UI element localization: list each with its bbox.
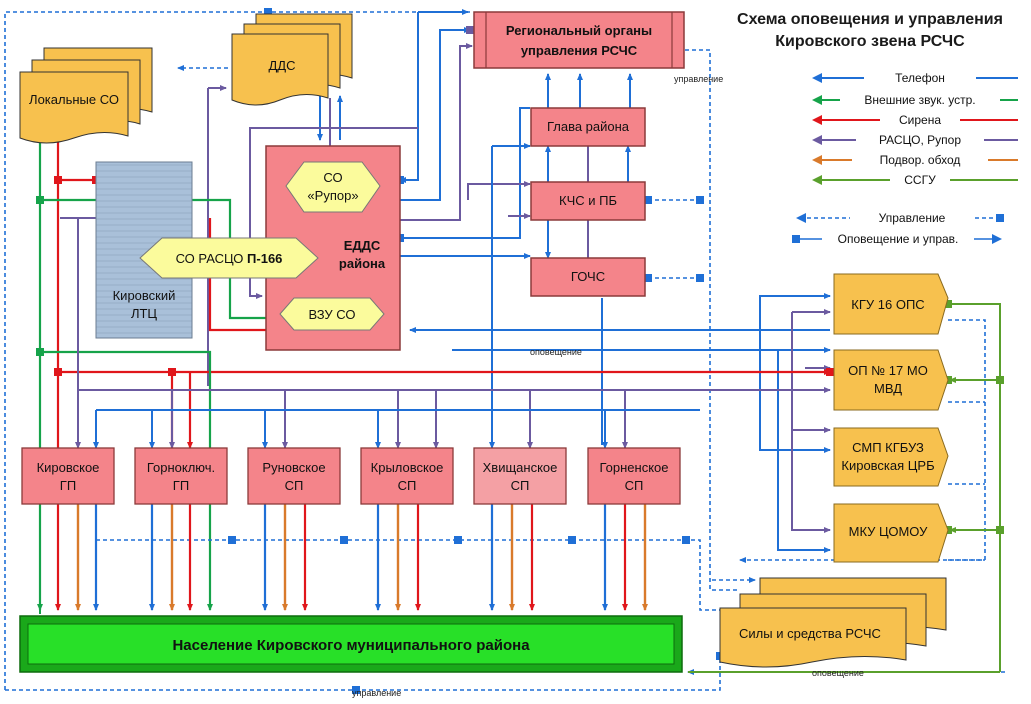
diagram-title: Схема оповещения и управления Кировского… (737, 11, 1003, 50)
op17-line1: ОП № 17 МО (848, 363, 928, 378)
settlement-krylovskoe: Крыловское СП (360, 447, 454, 505)
annotation-opoveshchenie-mid: оповещение (530, 347, 582, 357)
node-local-so: Локальные СО (19, 47, 153, 144)
node-op17: ОП № 17 МО МВД (833, 349, 949, 411)
legend-ssgu: ССГУ (812, 173, 1018, 187)
regional-control-right (685, 49, 740, 591)
node-head: Глава района (530, 107, 646, 147)
ltc-line2: ЛТЦ (131, 306, 157, 321)
node-gochs: ГОЧС (530, 257, 646, 297)
svg-text:Руновское: Руновское (262, 460, 325, 475)
svg-text:РАСЦО, Рупор: РАСЦО, Рупор (879, 133, 961, 147)
node-smp: СМП КГБУЗ Кировская ЦРБ (833, 427, 949, 487)
settlement-runovskoe: Руновское СП (247, 447, 341, 505)
svg-text:ГП: ГП (60, 478, 76, 493)
svg-text:Телефон: Телефон (895, 71, 945, 85)
svg-text:Крыловское: Крыловское (371, 460, 444, 475)
node-kchs: КЧС и ПБ (530, 181, 646, 221)
forces-label: Силы и средства РСЧС (739, 626, 881, 641)
svg-text:СП: СП (625, 478, 644, 493)
settlement-drops (39, 500, 648, 614)
svg-text:Оповещение и управ.: Оповещение и управ. (838, 232, 959, 246)
settlement-gornoklyuch: Горноключ. ГП (134, 447, 228, 505)
vzu-so-label: ВЗУ СО (308, 307, 355, 322)
so-rupor-line2: «Рупор» (307, 188, 358, 203)
settlement-khvishchanskoe: Хвищанское СП (473, 447, 567, 505)
legend-siren: Сирена (812, 113, 1018, 127)
svg-text:Хвищанское: Хвищанское (483, 460, 558, 475)
ltc-line1: Кировский (113, 288, 176, 303)
control-loop-bottom (5, 655, 721, 691)
node-so-rupor: СО «Рупор» (285, 161, 381, 213)
control-loop-left (4, 11, 470, 690)
so-rupor-line1: СО (323, 170, 342, 185)
svg-text:СП: СП (511, 478, 530, 493)
kchs-label: КЧС и ПБ (559, 193, 617, 208)
so-rasco-label: СО РАСЦО П-166 (176, 251, 283, 266)
node-so-rasco: СО РАСЦО П-166 (139, 237, 319, 279)
annotation-opoveshchenie-bottom: оповещение (812, 668, 864, 678)
svg-text:Кировское: Кировское (37, 460, 100, 475)
node-kgu: КГУ 16 ОПС (833, 273, 949, 335)
legend-notify-control: Оповещение и управ. (792, 232, 1002, 246)
dds-label: ДДС (269, 58, 296, 73)
svg-text:Сирена: Сирена (899, 113, 941, 127)
title-line2: Кировского звена РСЧС (775, 33, 965, 50)
svg-text:Управление: Управление (879, 211, 946, 225)
population-label: Население Кировского муниципального райо… (172, 637, 530, 654)
annotation-upravlenie-top: управление (674, 74, 723, 84)
local-so-label: Локальные СО (29, 92, 119, 107)
legend: Телефон Внешние звук. устр. Сирена РАСЦО… (792, 71, 1018, 246)
legend-door-to-door: Подвор. обход (812, 153, 1018, 167)
node-forces: Силы и средства РСЧС (719, 577, 947, 668)
annotation-upravlenie-bottom: управление (352, 688, 401, 698)
svg-text:Внешние звук. устр.: Внешние звук. устр. (864, 93, 975, 107)
op17-line2: МВД (874, 381, 902, 396)
svg-text:ССГУ: ССГУ (904, 173, 936, 187)
title-line1: Схема оповещения и управления (737, 11, 1003, 28)
smp-line1: СМП КГБУЗ (852, 440, 924, 455)
gochs-label: ГОЧС (571, 269, 605, 284)
regional-line1: Региональный органы (506, 23, 652, 38)
regional-line2: управления РСЧС (521, 43, 638, 58)
svg-text:ГП: ГП (173, 478, 189, 493)
settlement-gornenskoe: Горненское СП (587, 447, 681, 505)
legend-telephone: Телефон (812, 71, 1018, 85)
settlements: Кировское ГП Горноключ. ГП Руновское СП … (21, 447, 681, 505)
node-vzu-so: ВЗУ СО (279, 297, 385, 331)
legend-control-dashed: Управление (796, 211, 1004, 225)
node-regional-bodies: Региональный органы управления РСЧС (473, 11, 685, 69)
svg-text:СП: СП (285, 478, 304, 493)
svg-text:Горноключ.: Горноключ. (147, 460, 215, 475)
legend-rasco: РАСЦО, Рупор (812, 133, 1018, 147)
svg-text:Горненское: Горненское (599, 460, 668, 475)
svg-text:СП: СП (398, 478, 417, 493)
smp-line2: Кировская ЦРБ (841, 458, 934, 473)
settlement-kirovskoe: Кировское ГП (21, 447, 115, 505)
node-population: Население Кировского муниципального райо… (19, 615, 683, 673)
node-dds: ДДС (231, 13, 353, 106)
edds-line2: района (339, 256, 386, 271)
legend-external-speakers: Внешние звук. устр. (812, 93, 1018, 107)
svg-text:Подвор. обход: Подвор. обход (880, 153, 961, 167)
edds-line1: ЕДДС (344, 238, 381, 253)
mku-label: МКУ ЦОМОУ (849, 524, 929, 539)
kgu-label: КГУ 16 ОПС (851, 297, 924, 312)
head-label: Глава района (547, 119, 630, 134)
node-mku: МКУ ЦОМОУ (833, 503, 949, 563)
